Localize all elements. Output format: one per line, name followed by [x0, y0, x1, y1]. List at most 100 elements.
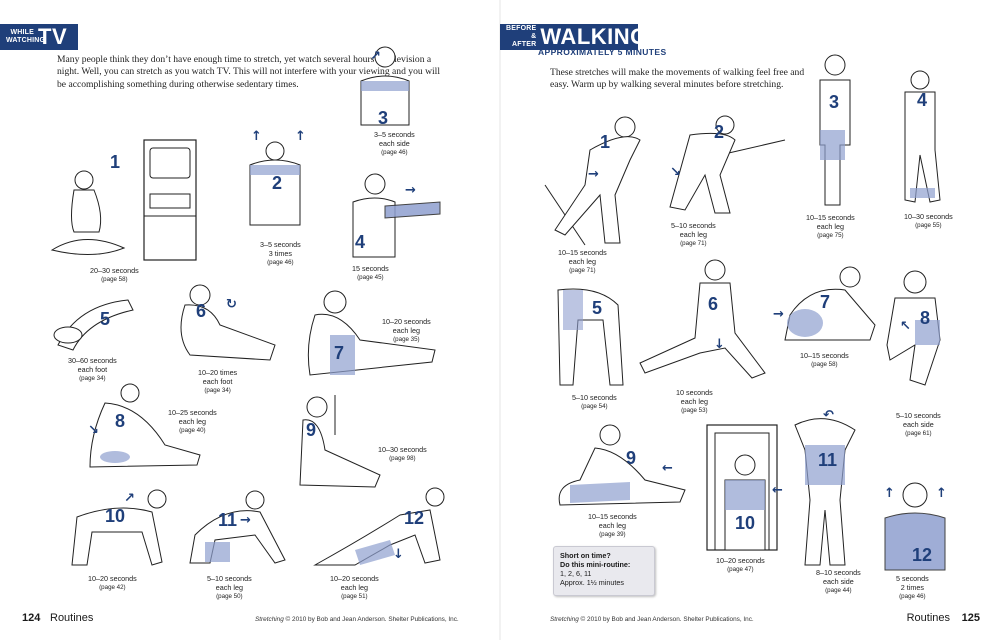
caption-duration: 8–10 seconds	[816, 568, 861, 577]
callout-subtitle: Do this mini-routine:	[560, 560, 631, 569]
arrow-right-icon: →	[588, 167, 599, 182]
walking-figure-8	[885, 270, 945, 390]
stretch-figure-12	[310, 485, 450, 570]
caption-page: (page 55)	[915, 222, 942, 229]
caption-detail: each leg	[816, 222, 844, 231]
figure-number-1: 1	[110, 152, 121, 172]
arrow-diagonal-icon: ↘	[88, 423, 99, 438]
figure-number-2: 2	[714, 122, 725, 142]
stretch-figure-7	[300, 290, 440, 380]
arrow-up-icon: ↑	[936, 486, 947, 501]
caption-detail: each leg	[178, 417, 206, 426]
stretch-figure-2	[240, 141, 310, 235]
stretch-figure-10	[62, 487, 172, 567]
caption-page: (page 53)	[681, 407, 708, 414]
caption-detail: each leg	[392, 326, 420, 335]
figure-caption-12: 10–20 seconds each leg (page 51)	[330, 574, 379, 601]
caption-page: (page 34)	[204, 387, 231, 394]
caption-page: (page 34)	[79, 375, 106, 382]
walking-figure-10	[705, 424, 785, 555]
walking-figure-5	[548, 285, 628, 390]
page-number: 124	[22, 612, 41, 624]
stretch-figure-6	[160, 284, 280, 365]
caption-detail: each side	[902, 420, 934, 429]
credit-title: Stretching	[255, 616, 284, 623]
caption-duration: 10–30 seconds	[378, 445, 427, 454]
caption-duration: 10–30 seconds	[904, 212, 953, 221]
caption-page: (page 40)	[179, 427, 206, 434]
caption-detail: each foot	[77, 365, 108, 374]
caption-page: (page 46)	[267, 259, 294, 266]
caption-duration: 10–20 times	[198, 368, 238, 377]
caption-page: (page 75)	[817, 232, 844, 239]
caption-duration: 10–25 seconds	[168, 408, 217, 417]
stretch-figure-3	[355, 45, 415, 126]
page-number: 125	[961, 612, 980, 624]
banner-title: WALKING	[540, 24, 648, 49]
figure-caption-8: 10–25 seconds each leg (page 40)	[168, 408, 217, 435]
rotate-arrow-icon: ↻	[226, 297, 237, 312]
caption-page: (page 39)	[599, 531, 626, 538]
walking-figure-3	[805, 50, 855, 210]
walking-figure-9	[550, 420, 690, 510]
arrow-down-icon: ↓	[714, 337, 725, 352]
caption-page: (page 51)	[341, 593, 368, 600]
section-banner-walking: BEFORE & AFTER WALKING	[500, 24, 647, 50]
figure-number-3: 3	[829, 92, 840, 112]
figure-number-12: 12	[912, 545, 933, 565]
walking-figure-12	[880, 480, 950, 571]
page-gutter	[499, 0, 501, 640]
figure-number-5: 5	[100, 309, 111, 329]
caption-duration: 10 seconds	[676, 388, 713, 397]
figure-number-11: 11	[218, 510, 238, 530]
caption-detail: each leg	[340, 583, 368, 592]
figure-number-9: 9	[626, 448, 637, 468]
caption-duration: 30–60 seconds	[68, 356, 117, 365]
caption-duration: 20–30 seconds	[90, 266, 139, 275]
caption-page: (page 46)	[381, 149, 408, 156]
credit-rest: © 2010 by Bob and Jean Anderson. Shelter…	[283, 616, 459, 623]
figure-caption-9: 10–15 seconds each leg (page 39)	[588, 512, 637, 539]
caption-page: (page 58)	[101, 276, 128, 283]
caption-duration: 10–15 seconds	[588, 512, 637, 521]
caption-duration: 10–20 seconds	[88, 574, 137, 583]
callout-duration: Approx. 1½ minutes	[560, 578, 624, 587]
figure-number-8: 8	[920, 308, 931, 328]
caption-page: (page 50)	[216, 593, 243, 600]
arrow-right-icon: →	[405, 183, 416, 198]
arrow-diagonal-icon: ↖	[900, 319, 911, 334]
caption-page: (page 98)	[389, 455, 416, 462]
caption-page: (page 71)	[680, 240, 707, 247]
footer-section-label: Routines	[906, 612, 950, 624]
figure-caption-4: 10–30 seconds (page 55)	[904, 212, 953, 230]
stretch-figure-9	[295, 395, 385, 495]
caption-duration: 10–15 seconds	[558, 248, 607, 257]
figure-number-12: 12	[404, 508, 425, 528]
caption-duration: 10–20 seconds	[330, 574, 379, 583]
caption-detail: each leg	[598, 521, 626, 530]
figure-caption-6: 10 seconds each leg (page 53)	[676, 388, 713, 415]
copyright-credit: Stretching © 2010 by Bob and Jean Anders…	[255, 616, 459, 623]
caption-duration: 10–20 seconds	[382, 317, 431, 326]
figure-number-11: 11	[818, 450, 838, 470]
intro-text: Many people think they don’t have enough…	[57, 54, 441, 90]
stretch-figure-11	[185, 490, 295, 565]
footer-section-label: Routines	[50, 612, 94, 624]
figure-number-3: 3	[378, 108, 389, 128]
banner-small-label: BEFORE & AFTER	[506, 25, 537, 48]
arrow-right-icon: →	[773, 307, 784, 322]
arrow-diagonal-icon: ↗	[370, 49, 381, 64]
caption-duration: 5–10 seconds	[896, 411, 941, 420]
figure-number-5: 5	[592, 298, 603, 318]
figure-caption-7: 10–20 seconds each leg (page 35)	[382, 317, 431, 344]
credit-title: Stretching	[550, 616, 579, 623]
arrow-left-icon: ←	[662, 461, 673, 476]
caption-page: (page 45)	[357, 274, 384, 281]
figure-number-8: 8	[115, 411, 126, 431]
mini-routine-callout: Short on time? Do this mini-routine: 1, …	[553, 546, 655, 596]
figure-number-6: 6	[708, 294, 719, 314]
figure-caption-7: 10–15 seconds (page 58)	[800, 351, 849, 369]
figure-caption-10: 10–20 seconds (page 42)	[88, 574, 137, 592]
figure-caption-4: 15 seconds (page 45)	[352, 264, 389, 282]
caption-detail: each side	[822, 577, 854, 586]
